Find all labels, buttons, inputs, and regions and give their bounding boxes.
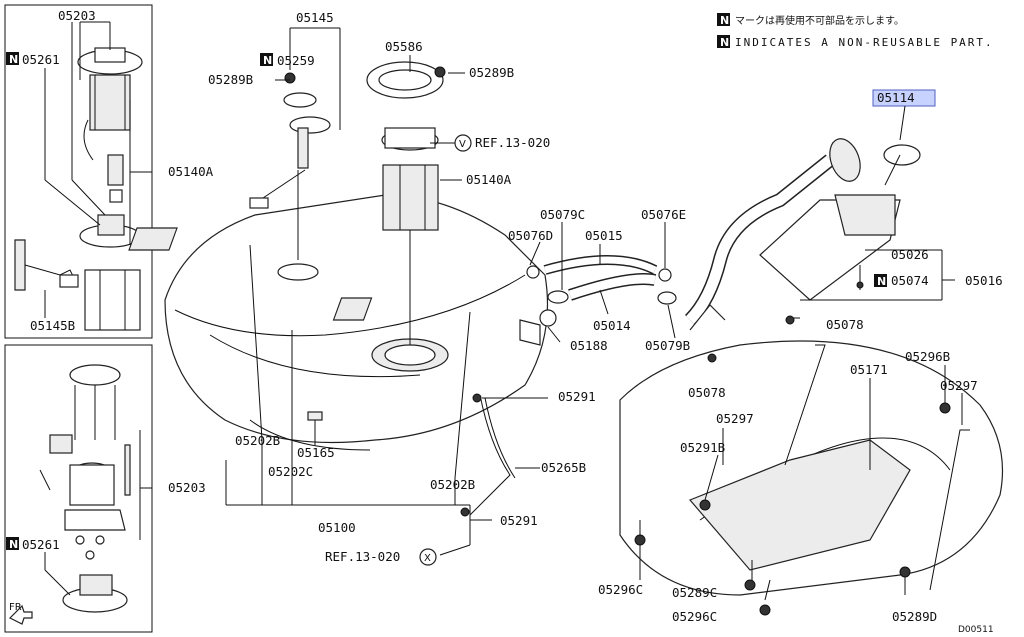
callout-05586: 05586	[385, 39, 423, 54]
callout-05014: 05014	[593, 318, 631, 333]
svg-text:X: X	[424, 553, 431, 564]
callout-05171: 05171	[850, 362, 888, 377]
fr-label: FR	[9, 602, 22, 613]
callout-05165: 05165	[297, 445, 335, 460]
ref-v-circle	[454, 134, 472, 152]
callout-05076d: 05076D	[508, 228, 553, 243]
leaders-right-top	[711, 249, 955, 380]
svg-text:N: N	[9, 538, 18, 551]
callout-05261-top: 05261	[22, 52, 60, 67]
callout-05297-right: 05297	[940, 378, 978, 393]
leaders-top-left	[44, 21, 152, 318]
callout-05202b-left: 05202B	[235, 433, 280, 448]
callout-ref-v: REF.13-020	[475, 135, 550, 150]
hose-05265b	[469, 394, 511, 516]
legend-jp: マークは再使用不可部品を示します。	[735, 14, 904, 27]
fuel-pump-module-bottom	[39, 364, 131, 613]
callout-05100: 05100	[318, 520, 356, 535]
leaders-tank-bottom	[225, 244, 471, 556]
svg-text:N: N	[877, 275, 886, 288]
callout-05026: 05026	[891, 247, 929, 262]
callout-05296c-right: 05296C	[672, 609, 717, 624]
callout-05291b: 05291B	[680, 440, 725, 455]
callout-05261-bottom: 05261	[22, 537, 60, 552]
callout-05265b: 05265B	[541, 460, 586, 475]
leaders-hoses	[529, 222, 676, 343]
filler-pipe	[684, 138, 921, 331]
callout-05296b: 05296B	[905, 349, 950, 364]
callout-05289b-left: 05289B	[208, 72, 253, 87]
callout-05076e: 05076E	[641, 207, 686, 222]
callout-05079c: 05079C	[540, 207, 585, 222]
leaders-bottom-right	[639, 365, 963, 601]
n-badges: N N N N	[6, 52, 887, 551]
callout-05079b: 05079B	[645, 338, 690, 353]
callout-05140a-left: 05140A	[168, 164, 214, 179]
callout-05078-left: 05078	[688, 385, 726, 400]
callout-05289b-right: 05289B	[469, 65, 514, 80]
svg-text:N: N	[720, 14, 729, 27]
svg-text:N: N	[9, 53, 18, 66]
callout-05114: 05114	[877, 90, 915, 105]
callout-ref-x: REF.13-020	[325, 549, 400, 564]
legend-en: INDICATES A NON-REUSABLE PART.	[735, 36, 994, 49]
skid-plate	[619, 340, 1003, 596]
fuel-pump-module-top	[14, 47, 143, 331]
callout-05296c-left: 05296C	[598, 582, 643, 597]
callout-05188: 05188	[570, 338, 608, 353]
callout-05291-lower: 05291	[500, 513, 538, 528]
callout-05203-bottom: 05203	[168, 480, 206, 495]
callout-05074: 05074	[891, 273, 929, 288]
diagram-id: D00511	[958, 625, 994, 635]
callout-05291-upper: 05291	[558, 389, 596, 404]
callout-05203-top: 05203	[58, 8, 96, 23]
leaders-top-mid	[275, 27, 465, 181]
callout-05289c: 05289C	[672, 585, 717, 600]
fr-arrow-icon	[8, 604, 33, 625]
callout-05140a-mid: 05140A	[466, 172, 512, 187]
fuel-sender	[249, 72, 331, 260]
callout-05297-mid: 05297	[716, 411, 754, 426]
svg-text:N: N	[720, 36, 729, 49]
ref-x-circle	[419, 548, 437, 566]
callout-05145: 05145	[296, 10, 334, 25]
callout-05202b-right: 05202B	[430, 477, 475, 492]
svg-text:V: V	[459, 139, 466, 150]
callout-05289d: 05289D	[892, 609, 937, 624]
fuel-tank	[128, 194, 549, 451]
highlight-05114	[872, 89, 936, 107]
callout-05259: 05259	[277, 53, 315, 68]
callout-05145b: 05145B	[30, 318, 75, 333]
callout-05202c: 05202C	[268, 464, 313, 479]
svg-text:N: N	[263, 54, 272, 67]
callout-05078-right: 05078	[826, 317, 864, 332]
fuel-pump-module-mid	[366, 61, 444, 345]
hoses	[526, 255, 677, 327]
legend-n-symbol	[717, 13, 730, 26]
bolt-05289b	[434, 66, 446, 78]
callout-05016: 05016	[965, 273, 1003, 288]
callout-05015: 05015	[585, 228, 623, 243]
